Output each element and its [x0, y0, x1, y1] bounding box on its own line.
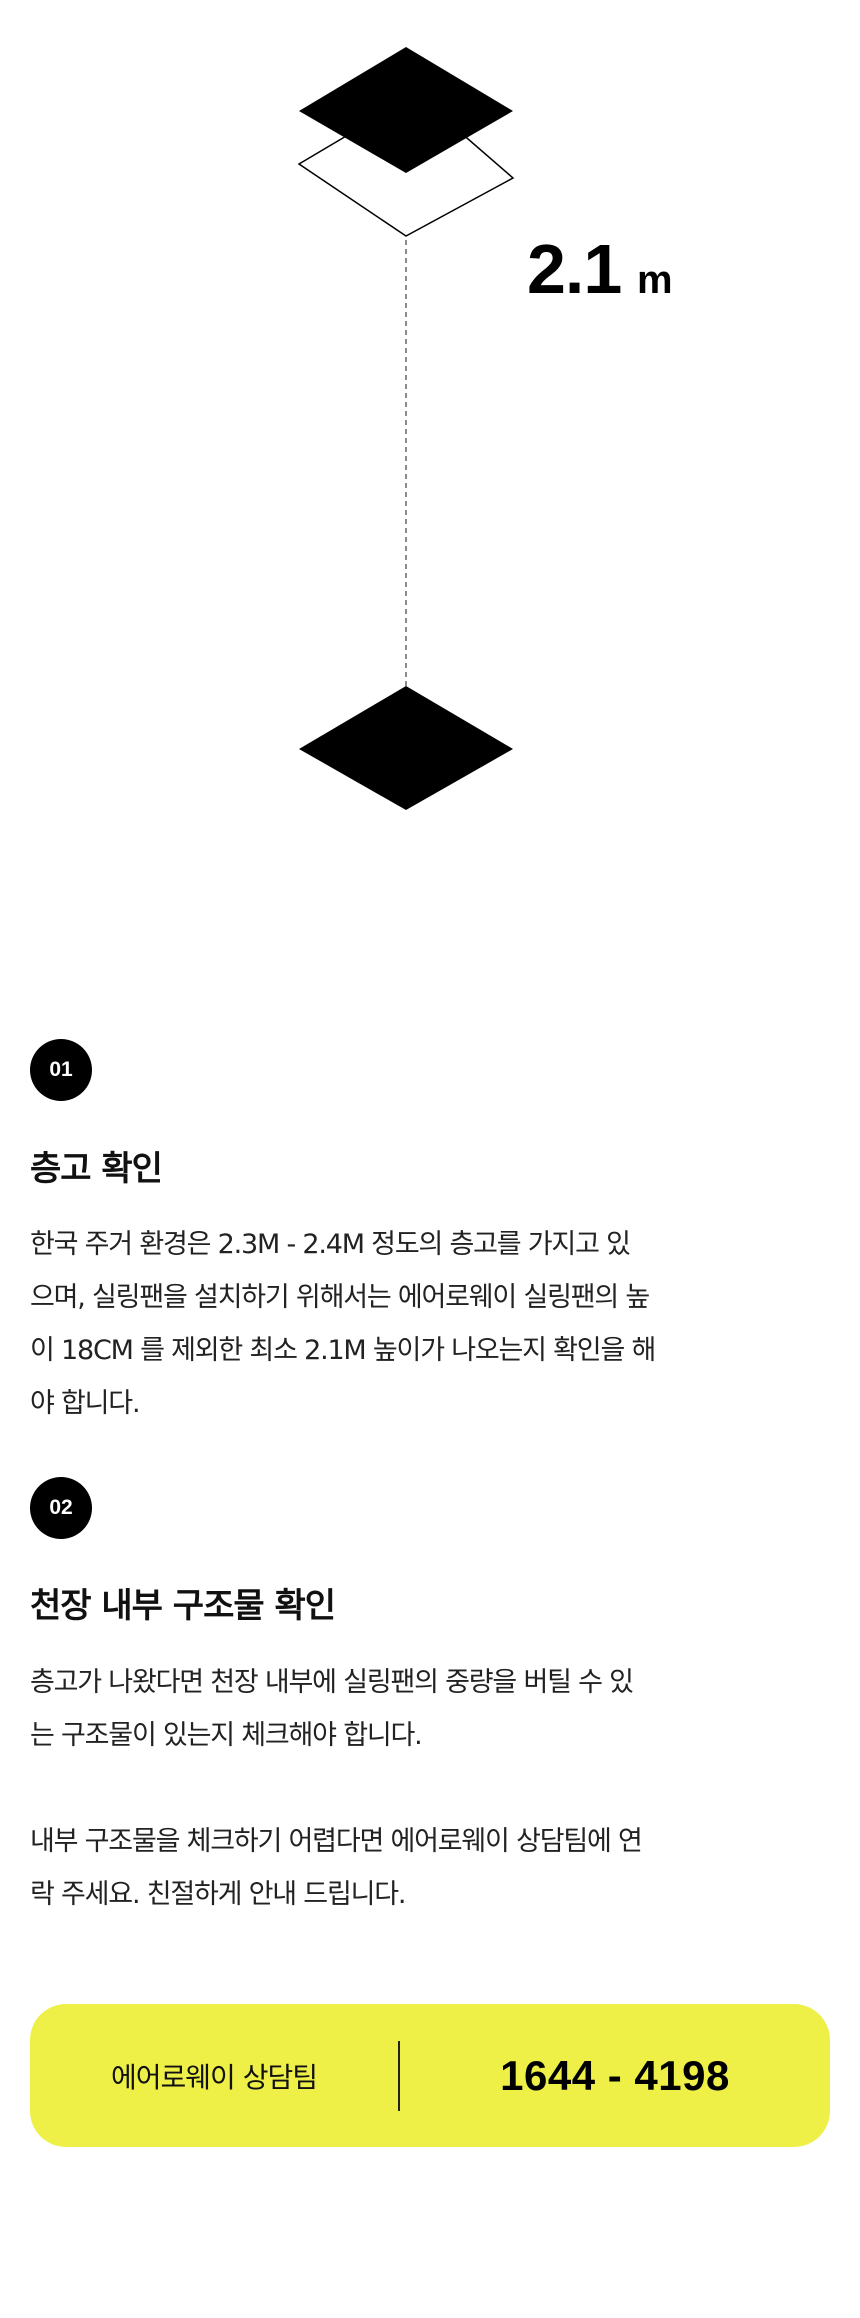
- floor-diamond: [299, 686, 513, 810]
- step-01-body-line: 이 18CM 를 제외한 최소 2.1M 높이가 나오는지 확인을 해: [30, 1335, 656, 1366]
- height-unit: m: [637, 258, 673, 302]
- ceiling-fan-diamond: [299, 47, 513, 173]
- step-02-body-line: 층고가 나왔다면 천장 내부에 실링팬의 중량을 버틸 수 있: [30, 1667, 634, 1698]
- contact-phone-number[interactable]: 1644 - 4198: [500, 2051, 730, 2099]
- height-value: 2.1: [527, 230, 622, 308]
- step-02-body-line: 락 주세요. 친절하게 안내 드립니다.: [30, 1879, 406, 1910]
- step-02-badge: 02: [30, 1477, 92, 1539]
- step-02-body-line: 는 구조물이 있는지 체크해야 합니다.: [30, 1720, 423, 1751]
- ceiling-plane-outline: [297, 131, 515, 237]
- step-02-body-line: 내부 구조물을 체크하기 어렵다면 에어로웨이 상담팀에 연: [30, 1826, 643, 1857]
- step-01-body-line: 야 합니다.: [30, 1388, 141, 1419]
- step-01-body-line: 으며, 실링팬을 설치하기 위해서는 에어로웨이 실링팬의 높: [30, 1282, 650, 1313]
- paragraph-gap: [30, 1762, 750, 1815]
- step-01-body: 한국 주거 환경은 2.3M - 2.4M 정도의 층고를 가지고 있 으며, …: [30, 1218, 750, 1430]
- step-01-body-line: 한국 주거 환경은 2.3M - 2.4M 정도의 층고를 가지고 있: [30, 1229, 631, 1260]
- step-02-title: 천장 내부 구조물 확인: [30, 1586, 336, 1626]
- contact-call-button[interactable]: 에어로웨이 상담팀 1644 - 4198: [30, 2004, 830, 2147]
- ceiling-height-illustration: 2.1 m: [0, 0, 860, 960]
- step-02-body: 층고가 나왔다면 천장 내부에 실링팬의 중량을 버틸 수 있 는 구조물이 있…: [30, 1656, 750, 1921]
- step-01-title: 층고 확인: [30, 1149, 163, 1189]
- height-diagram: [297, 47, 515, 810]
- step-01-badge: 01: [30, 1039, 92, 1101]
- contact-label: 에어로웨이 상담팀: [111, 2060, 318, 2094]
- contact-divider: [398, 2040, 400, 2111]
